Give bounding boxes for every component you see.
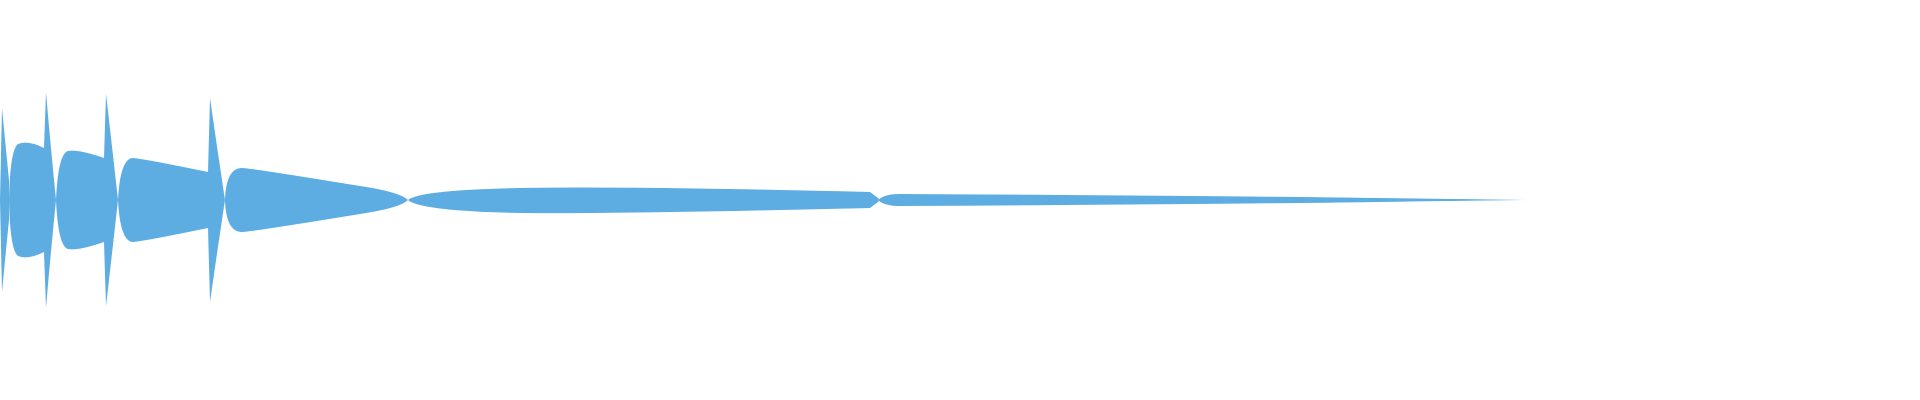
waveform-segment [9,92,56,308]
waveform-segment [408,187,879,214]
waveform-segment [225,168,408,232]
waveform-segment [56,94,118,306]
waveform-segment [118,98,225,302]
waveform-segment [0,108,9,292]
waveform-shapes [0,92,1528,308]
waveform-segment [878,194,1528,206]
